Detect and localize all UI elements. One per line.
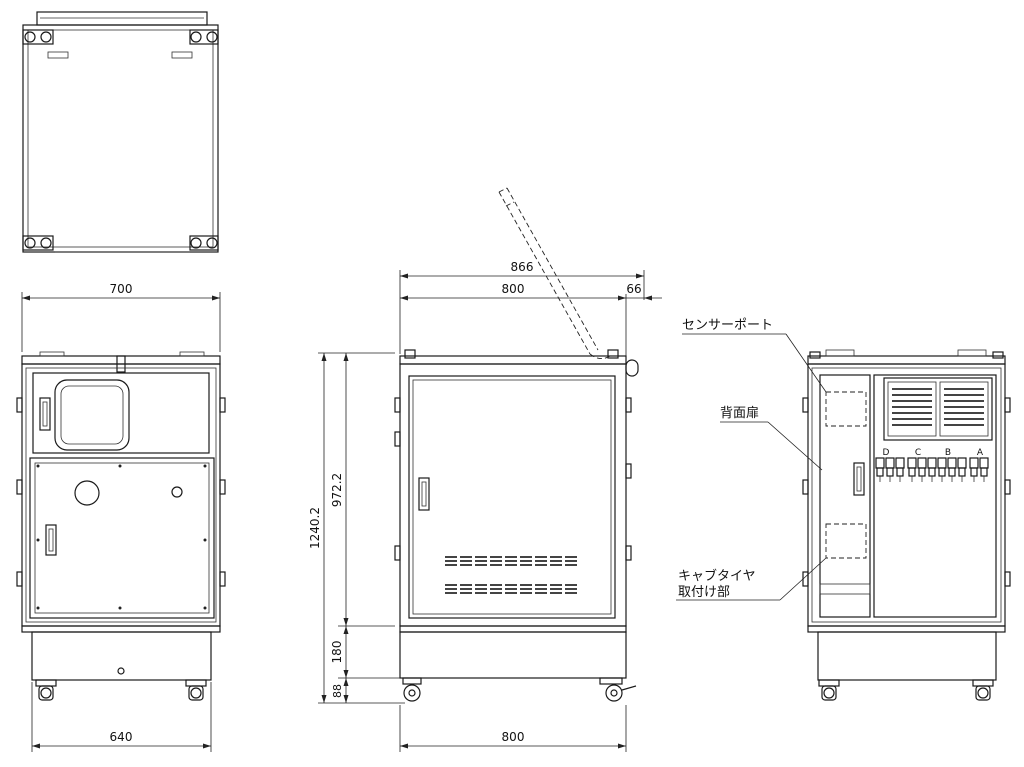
dim-overall-width: 866 [511, 260, 534, 274]
side-view: 866 800 66 1240.2 972.2 180 88 800 [308, 187, 662, 752]
dim-body-width: 800 [502, 282, 525, 296]
dim-total-height: 1240.2 [308, 507, 322, 549]
top-caster-br [189, 235, 219, 251]
label-sensor-port: センサーポート [682, 318, 773, 333]
front-caster-left [35, 679, 57, 701]
front-caster-right [185, 679, 207, 701]
rear-caster-left [818, 679, 840, 701]
top-view [22, 11, 219, 253]
connector-label-b: B [945, 448, 951, 458]
label-cab-tire-line2: 取付け部 [678, 585, 730, 600]
dim-front-width: 700 [110, 282, 133, 296]
label-cab-tire-line1: キャブタイヤ [678, 568, 756, 584]
rear-view: D C B A [676, 318, 1011, 701]
label-rear-door: 背面扉 [720, 405, 759, 421]
dim-base-height: 180 [330, 641, 344, 664]
side-caster-right [599, 677, 637, 702]
rear-vents [892, 388, 984, 426]
dim-caster-height: 88 [331, 684, 344, 698]
top-caster-tr [189, 29, 219, 45]
top-caster-bl [22, 235, 54, 251]
side-vents [445, 556, 577, 594]
dim-body-height: 972.2 [330, 473, 344, 507]
front-view: 700 640 [16, 282, 226, 752]
side-caster-left [402, 677, 422, 702]
top-caster-tl [22, 29, 54, 45]
connector-label-d: D [883, 448, 890, 458]
dim-handle-offset: 66 [626, 282, 641, 296]
dim-bottom-width: 800 [502, 730, 525, 744]
rear-connectors [875, 457, 989, 483]
connector-label-a: A [977, 448, 984, 458]
rear-caster-right [972, 679, 994, 701]
dim-front-base-width: 640 [110, 730, 133, 744]
connector-label-c: C [915, 448, 921, 458]
